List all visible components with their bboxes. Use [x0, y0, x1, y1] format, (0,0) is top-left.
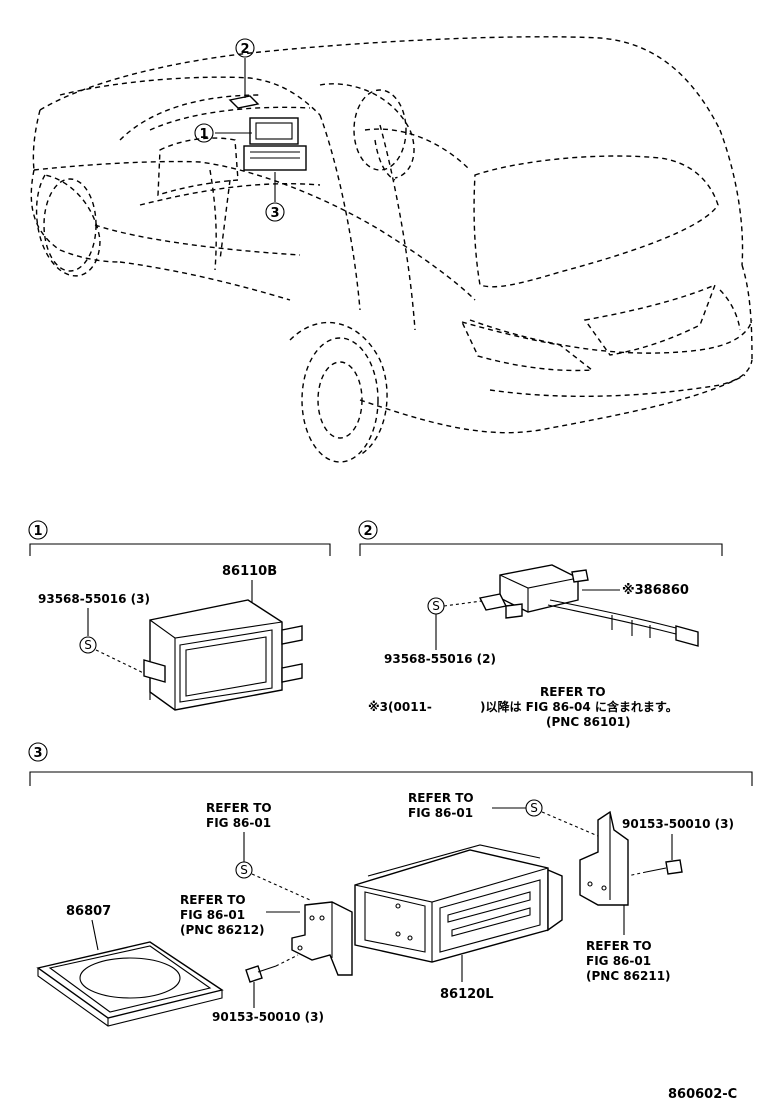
refer-d-line2: FIG 86-01	[586, 954, 651, 968]
screw-symbol-icon: S	[235, 861, 253, 879]
screw-93568-label: 93568-55016 (3)	[38, 592, 150, 606]
note-included-in: )以降は FIG 86-04 に含まれます。	[480, 699, 678, 714]
refer-c-line2: FIG 86-01	[180, 908, 245, 922]
screw-symbol-icon: S	[427, 597, 445, 615]
svg-text:S: S	[530, 801, 538, 815]
module-386860	[478, 564, 699, 647]
note-serial-range: ※3(0011-	[368, 700, 432, 714]
refer-c-line1: REFER TO	[180, 893, 246, 907]
section-2-marker: 2	[363, 524, 372, 539]
section-3-marker: 3	[33, 746, 42, 761]
svg-text:S: S	[240, 863, 248, 877]
screw-93568-label: 93568-55016 (2)	[384, 652, 496, 666]
bolt-icon	[245, 965, 277, 983]
refer-b-line1: REFER TO	[408, 791, 474, 805]
refer-d-line1: REFER TO	[586, 939, 652, 953]
section-2: 2 ※386860 S 93568-55016 (2) REFER TO ※	[358, 520, 723, 729]
refer-c-line3: (PNC 86212)	[180, 923, 265, 937]
refer-b-line2: FIG 86-01	[408, 806, 473, 820]
display-unit-86110B	[143, 599, 303, 711]
svg-text:2: 2	[240, 42, 249, 57]
plate-86807	[36, 941, 224, 1027]
screw-symbol-icon: S	[79, 636, 97, 654]
screw-symbol-icon: S	[525, 799, 543, 817]
callout-2: 2	[235, 38, 255, 58]
refer-a-line1: REFER TO	[206, 801, 272, 815]
part-386860-label: ※386860	[622, 583, 689, 598]
bolt-left-label: 90153-50010 (3)	[212, 1010, 324, 1024]
section-1: 1 86110B 93568-55016 (3) S	[28, 520, 331, 711]
note-pnc: (PNC 86101)	[546, 715, 631, 729]
svg-text:3: 3	[270, 206, 279, 221]
callout-3: 3	[265, 202, 285, 222]
svg-text:S: S	[84, 638, 92, 652]
section-3: 3 REFER TO FIG 86-01 S REFER TO FIG 86-0…	[28, 742, 753, 1027]
figure-code: 860602-C	[668, 1087, 737, 1102]
part-86120L-label: 86120L	[440, 987, 494, 1002]
vehicle-illustration	[30, 36, 753, 463]
bolt-icon	[645, 859, 683, 875]
bracket-housing-86120L	[354, 844, 563, 963]
part-86110B-label: 86110B	[222, 564, 277, 579]
refer-d-line3: (PNC 86211)	[586, 969, 671, 983]
svg-text:S: S	[432, 599, 440, 613]
bolt-right-label: 90153-50010 (3)	[622, 817, 734, 831]
bracket-right	[579, 810, 629, 906]
refer-a-line2: FIG 86-01	[206, 816, 271, 830]
part-86807-label: 86807	[66, 904, 111, 919]
section-1-marker: 1	[33, 524, 42, 539]
bracket-left	[291, 901, 353, 976]
callout-1: 1	[194, 123, 214, 143]
svg-text:1: 1	[199, 127, 208, 142]
note-refer-to: REFER TO	[540, 685, 606, 699]
